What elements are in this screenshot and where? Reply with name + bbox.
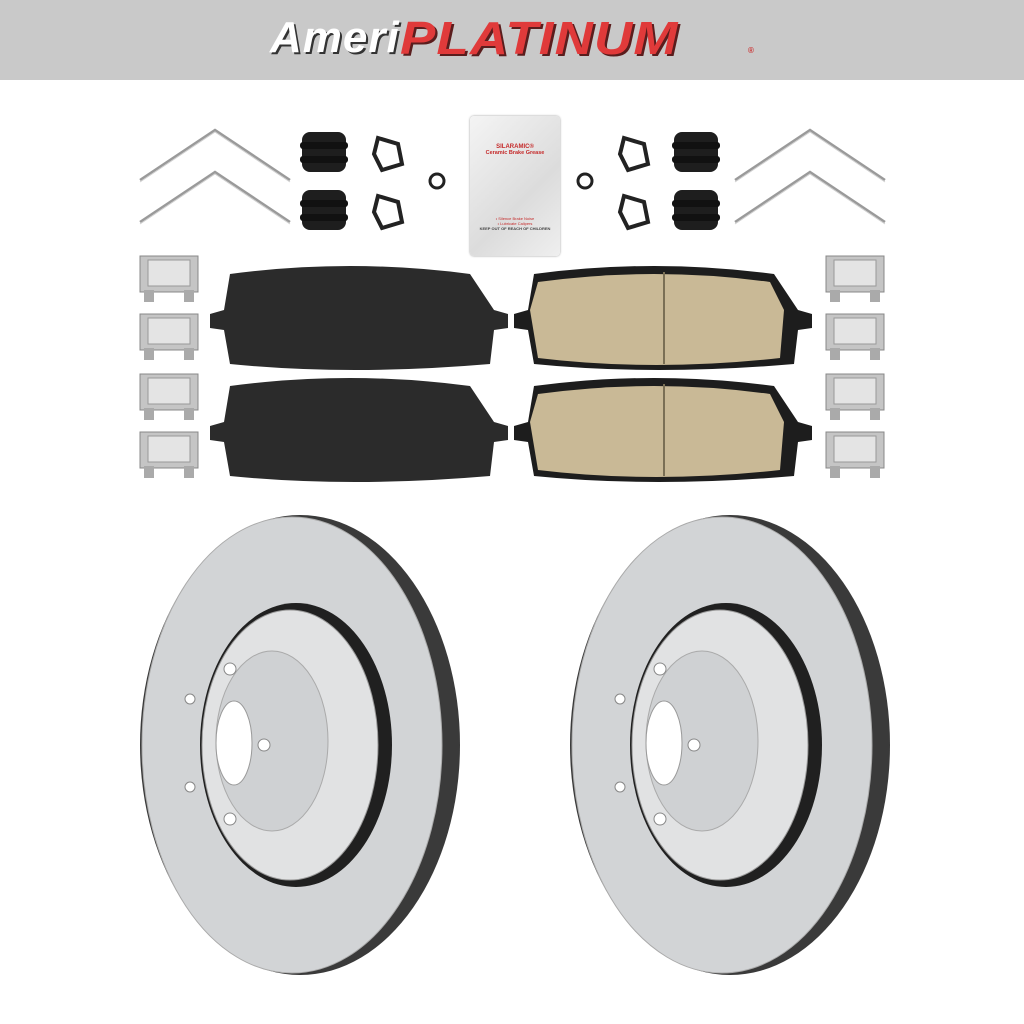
caliper-boot-icon — [300, 132, 348, 172]
registered-mark: ® — [748, 46, 755, 55]
pad-hardware-clip-icon — [139, 373, 199, 421]
abutment-spring-icon — [733, 170, 887, 226]
caliper-boot-icon — [672, 190, 720, 230]
abutment-spring-icon — [138, 170, 292, 226]
retaining-clip-icon — [618, 194, 650, 230]
brand-prefix: Ameri — [270, 13, 400, 62]
pad-hardware-clip-icon — [139, 313, 199, 361]
pad-hardware-clip-icon — [825, 255, 885, 303]
o-ring-icon — [428, 172, 446, 190]
grease-warning: KEEP OUT OF REACH OF CHILDREN — [479, 226, 551, 231]
grease-instruction: • Silence Brake Noise — [495, 216, 535, 221]
retaining-clip-icon — [372, 136, 404, 172]
caliper-boot-icon — [300, 190, 348, 230]
retaining-clip-icon — [372, 194, 404, 230]
brake-rotor-right — [569, 514, 891, 976]
pad-hardware-clip-icon — [139, 255, 199, 303]
product-kit-image — [138, 128, 891, 976]
grease-subtitle: Ceramic Brake Grease — [485, 150, 545, 156]
pad-hardware-clip-icon — [139, 431, 199, 479]
retaining-clip-icon — [618, 136, 650, 172]
brake-rotor-left — [139, 514, 461, 976]
pad-hardware-clip-icon — [825, 431, 885, 479]
ceramic-friction-surface — [530, 386, 784, 477]
grease-instruction: • Lubricate Calipers — [497, 221, 533, 226]
brand-name: PLATINUM — [399, 12, 679, 64]
grease-title: SILARAMIC® — [496, 144, 534, 150]
pad-hardware-clip-icon — [825, 313, 885, 361]
grease-packet: SILARAMIC® Ceramic Brake Grease • Silenc… — [470, 116, 560, 256]
brake-pad-backing — [210, 266, 508, 370]
pad-hardware-clip-icon — [825, 373, 885, 421]
brake-pad-backing — [210, 378, 508, 482]
o-ring-icon — [576, 172, 594, 190]
ceramic-friction-surface — [530, 274, 784, 365]
caliper-boot-icon — [672, 132, 720, 172]
